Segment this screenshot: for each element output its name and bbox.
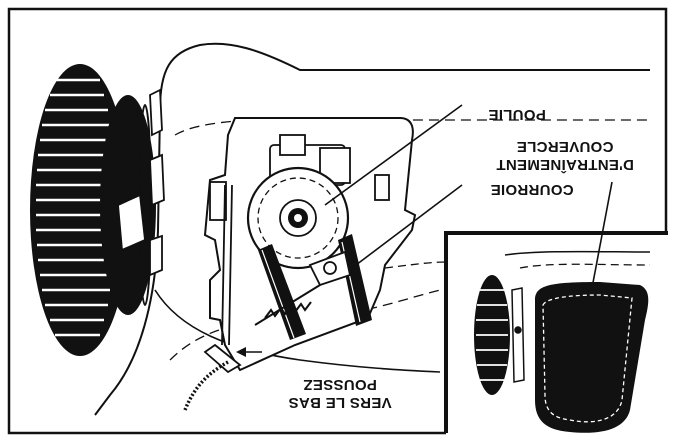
- drive-cover-leader: [591, 181, 613, 289]
- belt-leader: [351, 184, 463, 269]
- label-push-down: VERS LE BAS POUSSEZ: [288, 376, 391, 411]
- drive-cover-label-line2: COUVERCLE: [517, 138, 614, 155]
- label-belt: COURROIE: [490, 181, 573, 198]
- idler-arm: [308, 250, 352, 287]
- inset-detail: [444, 231, 668, 435]
- push-lever: [203, 184, 242, 374]
- housing-outline: [94, 42, 650, 416]
- label-pulley: POULIE: [488, 106, 546, 123]
- dashed-hidden-line-2: [169, 289, 441, 361]
- outer-frame: [7, 7, 668, 435]
- belt-label-text: COURROIE: [490, 181, 573, 198]
- label-drive-cover: D'ENTRAÎNEMENT COUVERCLE: [496, 138, 634, 174]
- tension-spring: [254, 284, 321, 326]
- control-cable: [183, 360, 229, 411]
- drive-cover-label-line1: D'ENTRAÎNEMENT: [496, 156, 634, 174]
- push-down-label-line2: POUSSEZ: [303, 376, 377, 393]
- dashed-hidden-line-3: [384, 261, 446, 269]
- wheel-hub-bracket: [117, 88, 165, 277]
- push-down-label-line1: VERS LE BAS: [288, 394, 391, 411]
- pulley: [246, 166, 350, 270]
- pulley-leader: [324, 104, 463, 206]
- drive-cover-shape: [535, 282, 649, 433]
- housing-lower-edge: [154, 289, 441, 373]
- push-down-arrowhead: [236, 347, 246, 357]
- pulley-label-text: POULIE: [488, 106, 546, 123]
